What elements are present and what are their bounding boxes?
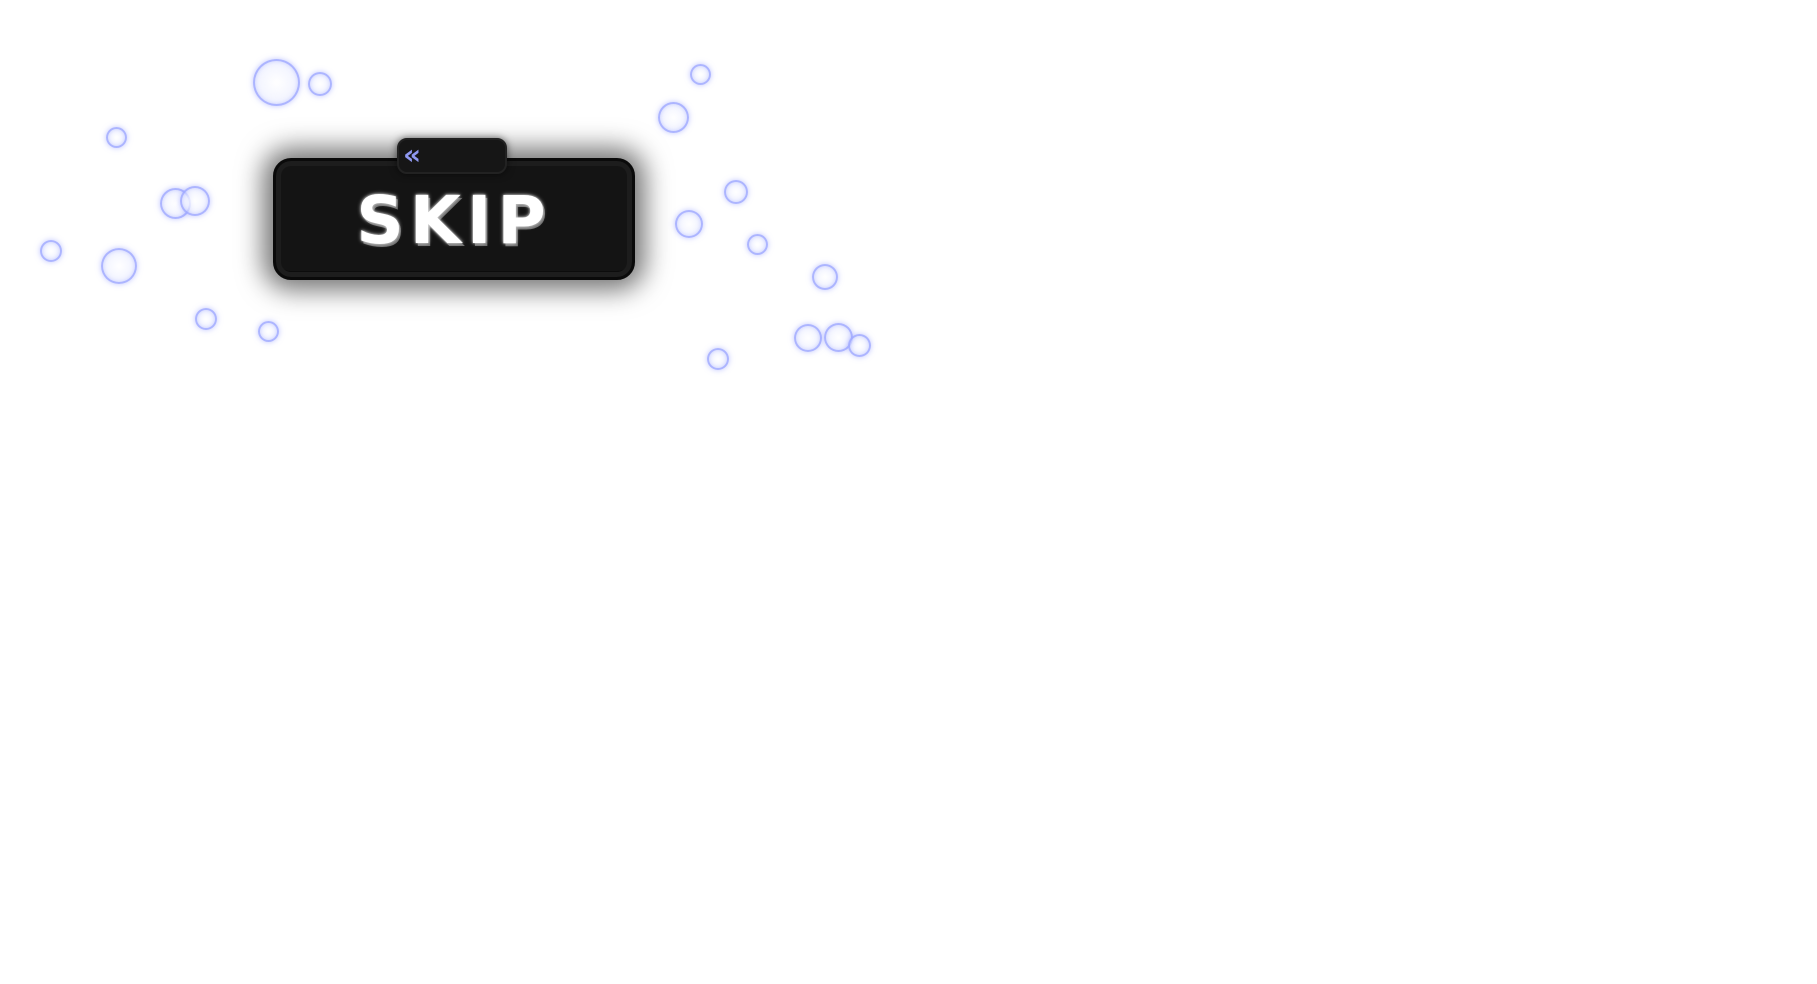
bubble bbox=[308, 72, 332, 96]
bubble bbox=[724, 180, 748, 204]
skip-button-label: SKIP bbox=[356, 182, 552, 259]
bubble bbox=[101, 248, 137, 284]
bubble bbox=[106, 127, 127, 148]
double-chevron-left-icon: « bbox=[403, 138, 422, 171]
bubble bbox=[824, 323, 853, 352]
bubble bbox=[675, 210, 703, 238]
bubble bbox=[848, 334, 871, 357]
skip-button-group[interactable]: SKIP « bbox=[273, 138, 635, 280]
bubble bbox=[253, 59, 300, 106]
bubble bbox=[180, 186, 210, 216]
bubble bbox=[747, 234, 768, 255]
bubble bbox=[40, 240, 62, 262]
bubble bbox=[794, 324, 822, 352]
bubble bbox=[258, 321, 279, 342]
bubble bbox=[812, 264, 838, 290]
bubble bbox=[658, 102, 689, 133]
bubble bbox=[707, 348, 729, 370]
bubble bbox=[195, 308, 217, 330]
bubble bbox=[690, 64, 711, 85]
skip-button-tab[interactable]: « bbox=[397, 138, 507, 174]
skip-button[interactable]: SKIP bbox=[273, 158, 635, 280]
